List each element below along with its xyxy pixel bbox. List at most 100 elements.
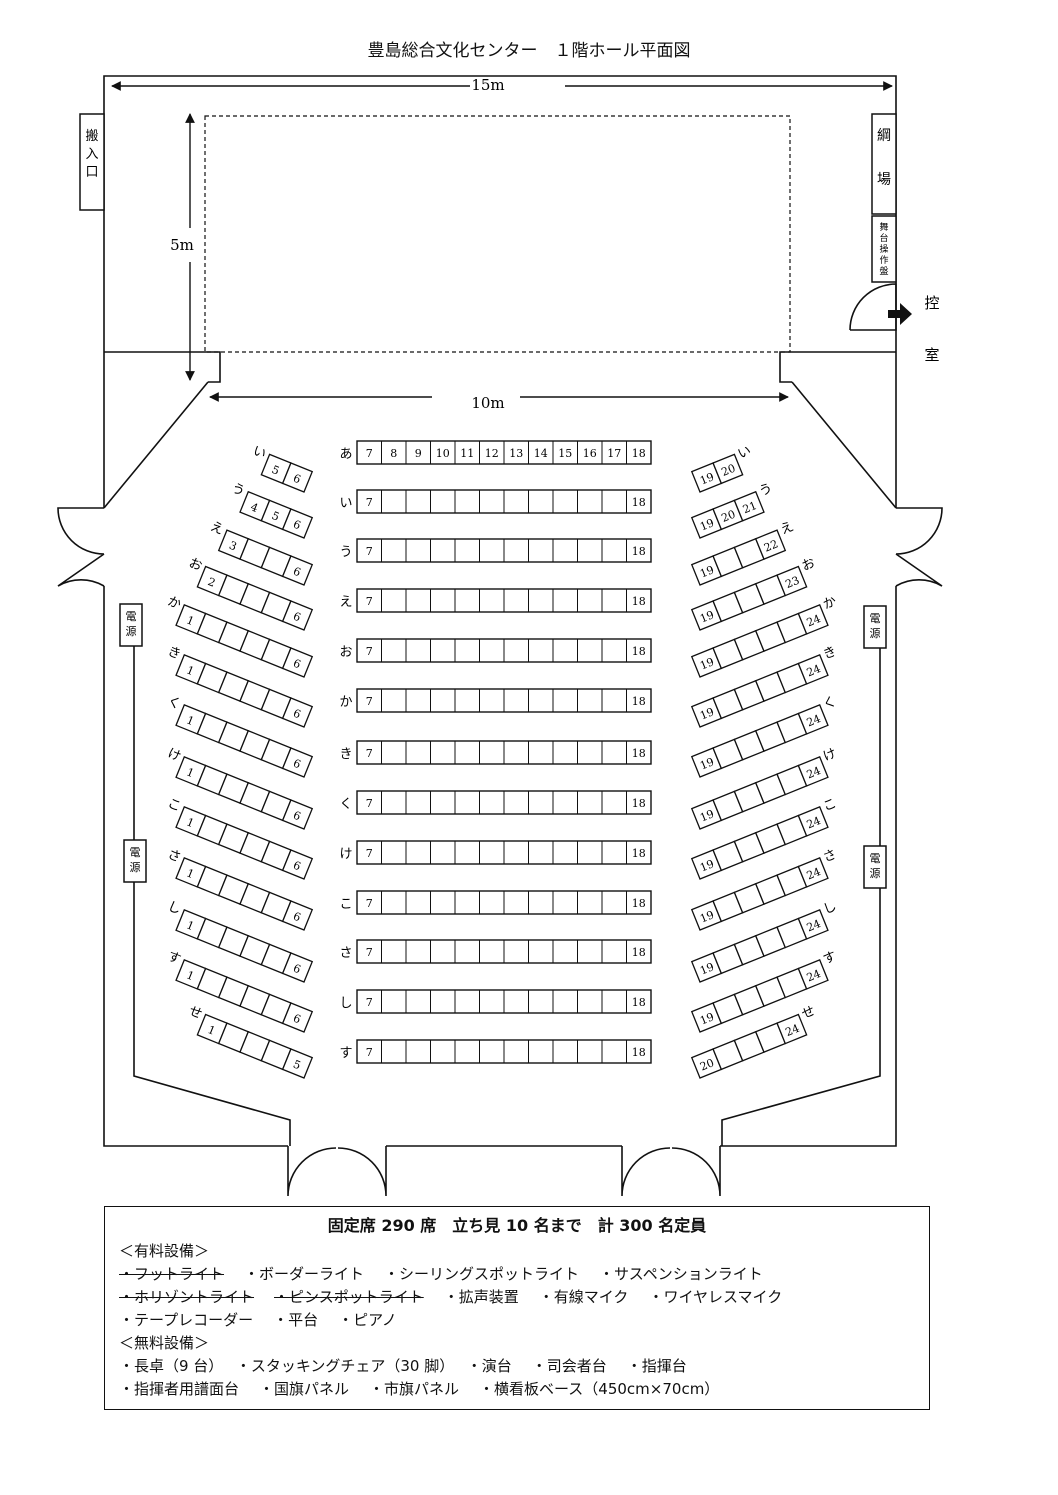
svg-text:搬: 搬 <box>85 129 98 144</box>
seat <box>776 1013 808 1045</box>
seat-number: 24 <box>805 764 823 781</box>
svg-text:源: 源 <box>130 860 141 874</box>
seat <box>281 747 314 778</box>
equipment-item: ・テープレコーダー <box>119 1311 254 1329</box>
seat <box>281 1002 314 1033</box>
svg-text:台: 台 <box>879 232 888 244</box>
row-label: さ <box>339 946 352 961</box>
seat-number: 19 <box>698 516 716 533</box>
seat-number: 7 <box>366 897 373 910</box>
equipment-item: ・ボーダーライト <box>244 1265 365 1283</box>
seat-number: 6 <box>291 859 302 874</box>
free-line-1: ・長卓（9 台）・スタッキングチェア（30 脚）・演台・司会者台・指揮台 <box>119 1355 929 1375</box>
seat-number: 14 <box>534 447 548 460</box>
seat-number: 6 <box>291 472 302 487</box>
svg-text:電: 電 <box>870 852 881 865</box>
row-label: せ <box>800 1004 818 1023</box>
row-label: お <box>800 556 818 575</box>
left-seat-row: 36え <box>208 519 314 586</box>
seat <box>281 600 314 631</box>
row-label: お <box>187 556 205 575</box>
svg-text:源: 源 <box>870 866 881 880</box>
equipment-item: ・市旗パネル <box>369 1380 460 1398</box>
row-label: い <box>736 444 754 463</box>
row-label: い <box>251 444 269 463</box>
seat-number: 10 <box>436 447 450 460</box>
seat-number: 18 <box>632 595 646 608</box>
row-label: す <box>821 949 839 968</box>
seat-number: 20 <box>720 508 738 525</box>
seat-number: 19 <box>698 908 716 925</box>
seat-number: 6 <box>291 809 302 824</box>
seat-number: 19 <box>698 960 716 977</box>
row-label: こ <box>821 796 839 815</box>
stage-wall <box>103 75 897 352</box>
seat-number: 6 <box>291 610 302 625</box>
seat-number: 18 <box>632 797 646 810</box>
door-left <box>57 507 105 587</box>
seat-number: 24 <box>805 814 823 831</box>
seat-number: 8 <box>390 447 397 460</box>
seat <box>797 654 829 685</box>
seat-number: 18 <box>632 645 646 658</box>
seat-number: 1 <box>206 1023 217 1038</box>
svg-text:舞: 舞 <box>879 222 888 233</box>
seat-number: 22 <box>762 537 780 554</box>
arrow-control-room <box>888 303 912 325</box>
equipment-item: ・有線マイク <box>538 1288 629 1306</box>
seat-number: 24 <box>805 917 823 934</box>
equipment-item: ・指揮者用譜面台 <box>119 1380 240 1398</box>
seat-number: 21 <box>741 499 759 516</box>
seat-number: 7 <box>366 447 373 460</box>
equipment-item: ・ピアノ <box>338 1311 397 1329</box>
row-label: え <box>208 519 226 538</box>
power-label-left-1: 電源 <box>126 610 137 638</box>
seat <box>733 490 765 522</box>
seat-number: 7 <box>366 496 373 509</box>
seat <box>797 909 829 940</box>
equipment-item: ・横看板ベース（450cm×70cm） <box>479 1380 720 1398</box>
row-label: き <box>339 747 352 762</box>
stage-area <box>204 115 791 353</box>
equipment-item: ・司会者台 <box>531 1357 607 1375</box>
seat <box>281 1048 314 1079</box>
power-label-right-1: 電源 <box>870 612 881 640</box>
equipment-item: ・拡声装置 <box>443 1288 519 1306</box>
equipment-item: ・ホリゾントライト <box>119 1288 255 1306</box>
equipment-item: ・長卓（9 台） <box>119 1357 216 1375</box>
seat <box>797 959 829 990</box>
seat-number: 16 <box>583 447 597 460</box>
row-label: し <box>165 899 183 918</box>
seat-number: 1 <box>185 613 196 628</box>
seat-number: 19 <box>698 1010 716 1027</box>
seat <box>797 806 829 837</box>
svg-text:口: 口 <box>85 165 98 180</box>
seat-number: 20 <box>720 462 738 479</box>
row-label: お <box>339 645 352 660</box>
seat-number: 18 <box>632 946 646 959</box>
left-seat-row: 16す <box>165 949 314 1033</box>
equipment-item: ・指揮台 <box>626 1357 687 1375</box>
seat-number: 6 <box>291 565 302 580</box>
row-label: え <box>339 595 352 610</box>
seat <box>712 453 744 485</box>
left-seat-row: 16く <box>165 694 314 778</box>
seat-number: 18 <box>632 447 646 460</box>
inner-side-right <box>721 612 881 1146</box>
seat <box>281 555 314 586</box>
seat-number: 15 <box>558 447 572 460</box>
row-label: こ <box>339 897 352 912</box>
fly-loft-label: 綱場 <box>877 128 891 188</box>
left-seat-row: 16し <box>165 899 314 983</box>
